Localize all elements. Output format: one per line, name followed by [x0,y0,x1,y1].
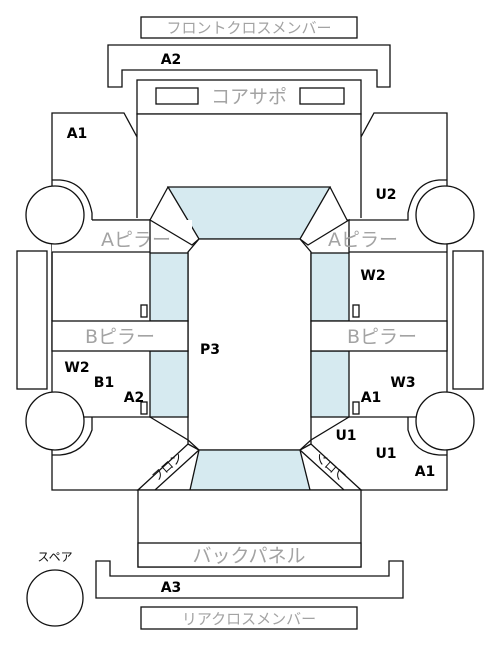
code-a2-left: A2 [124,390,145,406]
door-handle-front-right [352,304,360,318]
b-pillar-left-band[interactable] [51,320,189,352]
front-fender-right-line [329,179,447,221]
a-pillar-left-outline [52,218,200,253]
b-pillar-left-label: Bピラー [85,326,155,348]
core-support-label: コアサポ [211,86,287,108]
wheel-front-right[interactable] [415,185,475,245]
code-p3: P3 [200,342,220,358]
code-b1: B1 [94,375,114,391]
rear-fender-right-line [407,417,447,456]
code-w2-left: W2 [64,360,89,376]
side-window-rear-left[interactable] [149,350,189,418]
core-support-left-slot [155,87,199,105]
b-pillar-right-label: Bピラー [347,326,417,348]
spare-tire[interactable] [26,569,84,627]
rocker-panel-left[interactable] [16,250,48,390]
door-handle-rear-right [352,401,360,415]
side-window-front-right[interactable] [310,252,350,322]
code-a2-front: A2 [161,52,182,68]
side-window-front-left[interactable] [149,252,189,322]
wheel-front-left[interactable] [25,185,85,245]
rocker-panel-right[interactable] [452,250,484,390]
rear-cross-member-label: リアクロスメンバー [182,610,316,628]
code-u2: U2 [375,187,396,203]
core-support-right-slot [299,87,345,105]
code-a3: A3 [161,580,182,596]
front-fender-left-line [52,179,169,221]
front-bumper-part[interactable] [107,44,391,88]
wheel-rear-right[interactable] [415,391,475,451]
door-handle-front-left [140,304,148,318]
back-panel-label: バックパネル [192,545,305,567]
wheel-rear-left[interactable] [25,391,85,451]
front-cross-member-label: フロントクロスメンバー [166,19,331,37]
back-panel-box[interactable] [137,542,362,568]
b-pillar-right-band[interactable] [310,320,448,352]
a-pillar-left-label: Aピラー [101,229,171,251]
code-w3: W3 [390,375,415,391]
code-a1-rear-right: A1 [415,464,436,480]
door-handle-rear-left [140,401,148,415]
front-cross-member-box[interactable] [140,16,358,39]
code-a1-front-left: A1 [67,126,88,142]
rear-bumper-part[interactable] [95,560,404,599]
code-u1-lower: U1 [375,446,396,462]
a-pillar-right-label: Aピラー [328,229,398,251]
code-a1-right: A1 [361,390,382,406]
spare-label: スペア [37,550,72,564]
side-window-rear-right[interactable] [310,350,350,418]
code-u1-upper: U1 [335,428,356,444]
rear-window[interactable] [189,449,311,491]
rear-cross-member-box[interactable] [140,606,358,630]
code-w2-right: W2 [360,268,385,284]
a-pillar-right-outline [299,218,447,253]
rear-fender-left-line [52,417,93,456]
